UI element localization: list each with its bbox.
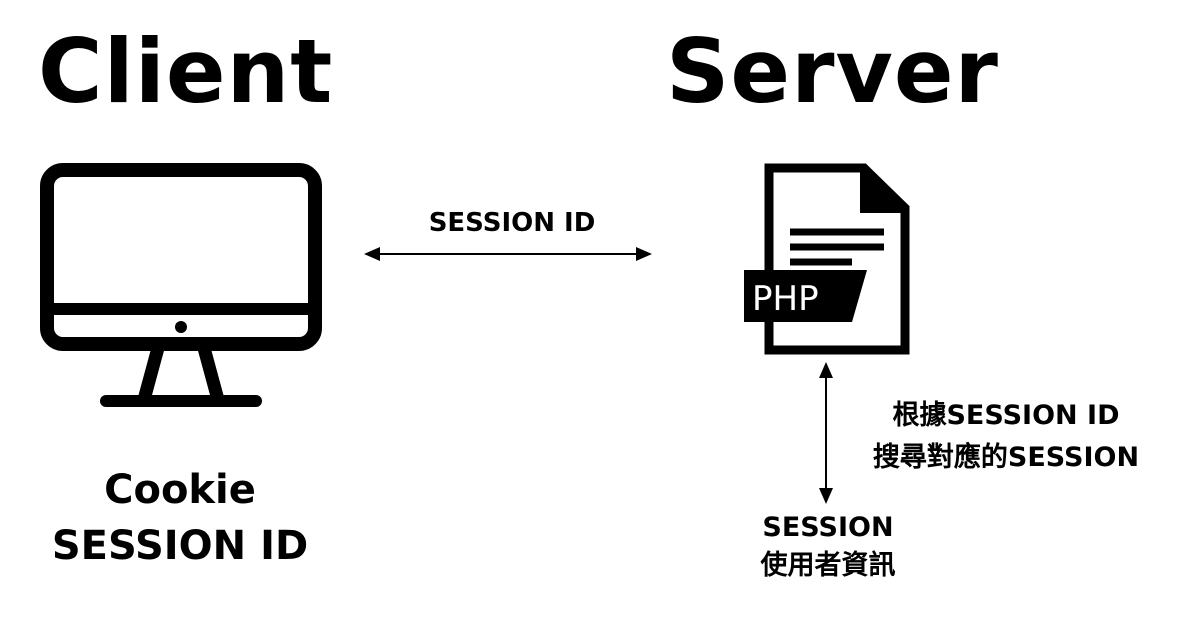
session-result-line-1: SESSION: [762, 512, 894, 543]
lookup-note-line-1: 根據SESSION ID: [892, 400, 1120, 431]
client-title: Client: [38, 20, 334, 123]
arrow-label: SESSION ID: [428, 208, 596, 238]
lookup-note: 根據SESSION ID 搜尋對應的SESSION: [856, 395, 1156, 479]
session-result-line-2: 使用者資訊: [760, 550, 896, 581]
client-caption-line-1: Cookie: [104, 467, 256, 513]
client-caption-line-2: SESSION ID: [51, 523, 309, 569]
server-title: Server: [666, 20, 999, 123]
client-caption: Cookie SESSION ID: [30, 462, 330, 574]
session-result-caption: SESSION 使用者資訊: [738, 509, 918, 585]
lookup-note-line-2: 搜尋對應的SESSION: [872, 442, 1140, 473]
php-badge-label: PHP: [752, 279, 819, 319]
